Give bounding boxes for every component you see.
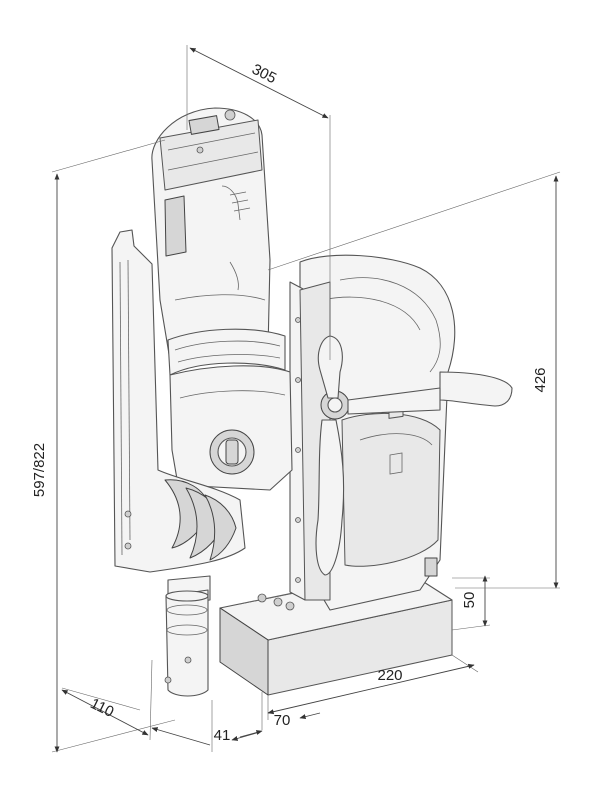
- dim-label-41: 41: [214, 727, 231, 744]
- motor-housing: [151, 107, 286, 376]
- base-fittings: [257, 557, 438, 611]
- feed-handles: [315, 335, 441, 576]
- gearbox: [169, 365, 293, 491]
- dim-label-70: 70: [274, 712, 291, 729]
- dim-label-305: 305: [249, 61, 279, 88]
- dim-label-220: 220: [377, 667, 402, 684]
- dim-label-50: 50: [461, 592, 478, 609]
- machine-body: [111, 107, 513, 697]
- dim-label-110: 110: [87, 695, 116, 721]
- spindle: [164, 575, 211, 697]
- front-guard: [111, 229, 246, 573]
- dim-label-426: 426: [532, 367, 549, 392]
- dimension-lines: [51, 45, 561, 753]
- dim-label-597-822: 597/822: [31, 443, 48, 497]
